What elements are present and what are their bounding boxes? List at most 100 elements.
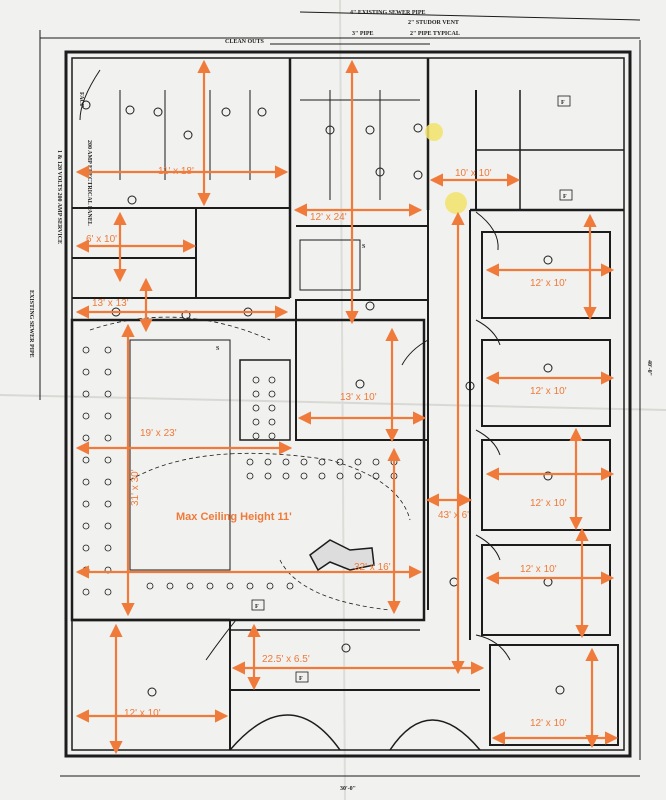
seat-symbol	[268, 432, 276, 440]
dim-label-room-g: 12' x 10'	[530, 386, 567, 397]
seating-symbols	[82, 346, 398, 596]
seat-symbol	[372, 472, 380, 480]
fixture-symbol	[413, 123, 423, 133]
seat-symbol	[82, 456, 90, 464]
fixture-symbol	[365, 301, 375, 311]
note-existing-sewer-pipe: 4" EXISTING SEWER PIPE	[350, 10, 426, 16]
fixture-symbol	[125, 105, 135, 115]
switch-label: S	[216, 346, 220, 352]
seat-symbol	[268, 418, 276, 426]
seat-symbol	[104, 456, 112, 464]
dim-label-room-f: 12' x 10'	[530, 278, 567, 289]
fixture-symbol	[413, 170, 423, 180]
fixture-symbol	[153, 107, 163, 117]
dim-label-room-p: 12' x 10'	[124, 708, 161, 719]
fire-extinguisher-box	[559, 189, 573, 201]
seat-symbol	[104, 522, 112, 530]
arch	[229, 714, 341, 751]
fire-extinguisher-label: F	[299, 676, 303, 682]
wall-segment	[65, 51, 100, 80]
dim-label-room-k: 43' x 6'	[438, 510, 469, 521]
dimension-arrows	[75, 59, 619, 755]
fixture-symbol	[341, 643, 351, 653]
seat-symbol	[264, 458, 272, 466]
fixture-symbol	[465, 381, 475, 391]
seat-symbol	[82, 412, 90, 420]
seat-symbol	[252, 404, 260, 412]
fire-extinguisher-label: F	[561, 100, 565, 106]
seat-symbol	[252, 390, 260, 398]
seat-symbol	[252, 376, 260, 384]
note-3in-pipe: 3" PIPE	[352, 31, 374, 37]
note-facp: FACP	[78, 92, 84, 108]
door-swing	[205, 619, 237, 661]
seat-symbol	[354, 458, 362, 466]
seat-symbol	[286, 582, 294, 590]
fixture-symbol	[325, 125, 335, 135]
dim-label-room-m: 12' x 10'	[520, 564, 557, 575]
seat-symbol	[82, 588, 90, 596]
highlight-mark	[425, 123, 443, 141]
seat-symbol	[372, 458, 380, 466]
paper-crease	[0, 394, 666, 411]
fixture-symbol	[257, 107, 267, 117]
door-swing	[475, 634, 511, 661]
seat-symbol	[354, 472, 362, 480]
seat-symbol	[300, 472, 308, 480]
door-swing	[401, 339, 429, 366]
seat-symbol	[206, 582, 214, 590]
seat-symbol	[336, 472, 344, 480]
dimension-labels: 11' x 18' 12' x 24' 10' x 10' 6' x 10' 1…	[86, 166, 567, 729]
seat-symbol	[104, 346, 112, 354]
fixture-symbol	[81, 100, 91, 110]
seat-symbol	[318, 458, 326, 466]
seat-symbol	[104, 434, 112, 442]
room-wall	[489, 644, 619, 746]
door-swing	[475, 319, 501, 346]
dim-label-room-q: 12' x 10'	[530, 718, 567, 729]
seat-symbol	[104, 588, 112, 596]
fixture-symbol	[221, 107, 231, 117]
fire-extinguisher-label: F	[563, 194, 567, 200]
seat-symbol	[268, 376, 276, 384]
door-swing	[79, 69, 101, 121]
dim-label-room-a: 11' x 18'	[158, 166, 194, 177]
fire-extinguisher-label: F	[255, 604, 259, 610]
seat-symbol	[82, 522, 90, 530]
note-pipe-typical: 2" PIPE TYPICAL	[410, 31, 460, 37]
ceiling-height-note: Max Ceiling Height 11'	[176, 511, 292, 523]
note-studor-vent: 2" STUDOR VENT	[408, 20, 459, 26]
seat-symbol	[104, 390, 112, 398]
seat-symbol	[82, 346, 90, 354]
seat-symbol	[104, 478, 112, 486]
walls	[39, 11, 641, 777]
dim-label-room-b: 12' x 24'	[310, 212, 347, 223]
plan-notes: 4" EXISTING SEWER PIPE 2" STUDOR VENT 3"…	[28, 10, 652, 792]
fire-extinguisher-box	[251, 599, 265, 611]
seat-symbol	[82, 544, 90, 552]
highlight-mark	[445, 192, 467, 214]
seat-symbol	[246, 582, 254, 590]
dim-label-room-e: 13' x 13'	[92, 298, 129, 309]
fire-extinguisher-symbols: F F F F S S	[216, 95, 573, 683]
dim-label-room-o: 22.5' x 6.5'	[262, 654, 310, 665]
seat-symbol	[336, 458, 344, 466]
door-swing	[475, 211, 499, 251]
arch	[389, 719, 481, 751]
seat-symbol	[82, 390, 90, 398]
seat-symbol	[268, 404, 276, 412]
seat-symbol	[268, 390, 276, 398]
seat-symbol	[226, 582, 234, 590]
seat-symbol	[300, 458, 308, 466]
room-wall	[239, 359, 291, 441]
dim-label-room-d: 6' x 10'	[86, 234, 117, 245]
dashed-arc	[129, 452, 411, 521]
fixture-symbol	[147, 687, 157, 697]
dim-label-room-c: 10' x 10'	[455, 168, 492, 179]
seat-symbol	[266, 582, 274, 590]
note-electrical-service: 1 & 120 VOLTS 200 AMP SERVICE	[56, 150, 62, 244]
seat-symbol	[282, 458, 290, 466]
seat-symbol	[264, 472, 272, 480]
